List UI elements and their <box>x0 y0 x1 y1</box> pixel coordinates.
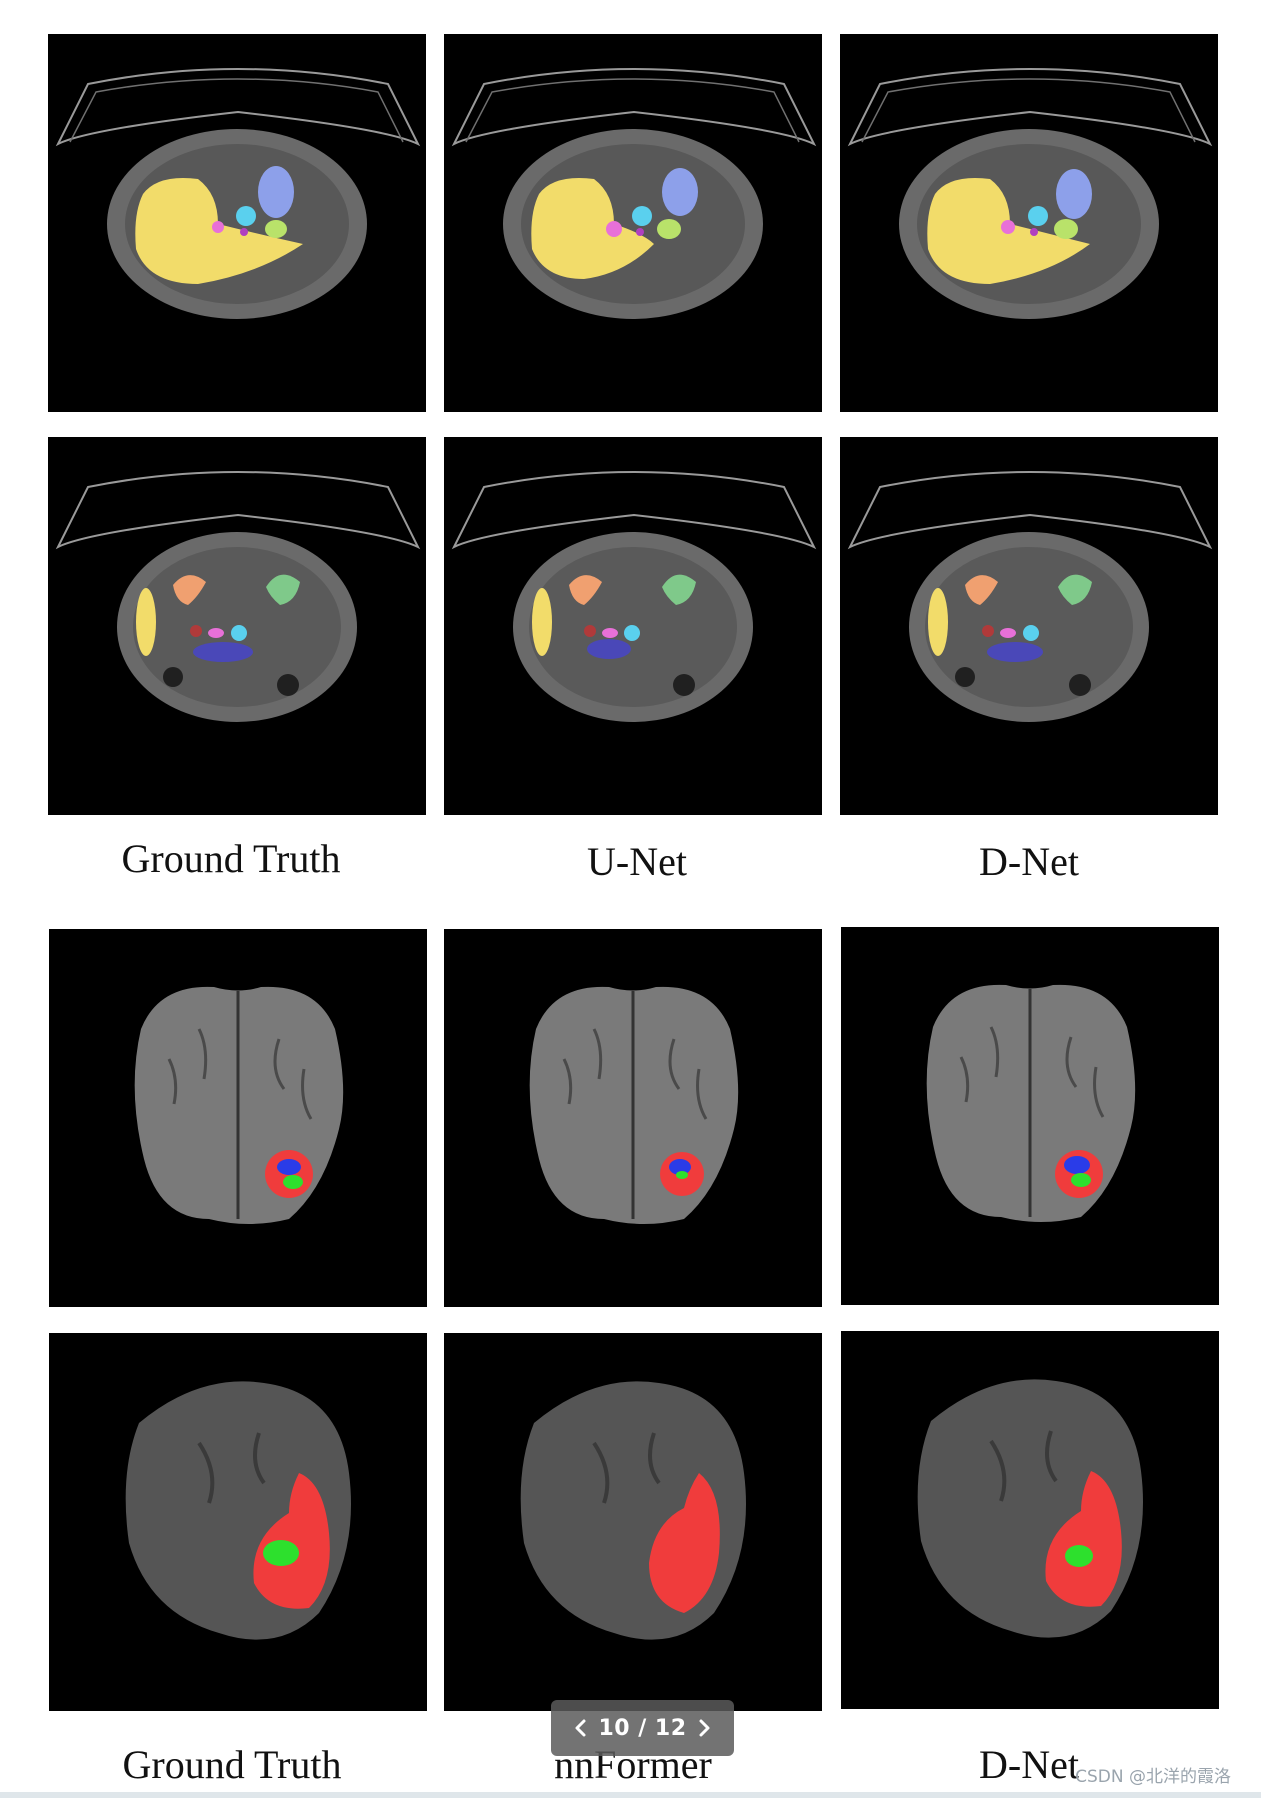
caption-b-ground-truth: Ground Truth <box>122 1742 342 1787</box>
chevron-left-icon <box>575 1719 586 1737</box>
ct-lower-unet <box>444 437 822 815</box>
mri-lower-ground-truth <box>49 1333 427 1711</box>
ct-lower-ground-truth <box>48 437 426 815</box>
watermark: CSDN @北洋的霞洛 <box>1075 1767 1231 1787</box>
ct-lower-dnet <box>840 437 1218 815</box>
ct-upper-dnet <box>840 34 1218 412</box>
ct-upper-unet <box>444 34 822 412</box>
page-navigator: 10 / 12 <box>551 1700 734 1756</box>
page-counter: 10 / 12 <box>598 1715 687 1741</box>
caption-a-unet: U-Net <box>587 839 687 884</box>
bottom-bar <box>0 1792 1261 1798</box>
caption-a-dnet: D-Net <box>979 839 1079 884</box>
mri-upper-dnet <box>841 927 1219 1305</box>
next-page-button[interactable] <box>690 1714 718 1742</box>
prev-page-button[interactable] <box>567 1714 595 1742</box>
ct-upper-ground-truth <box>48 34 426 412</box>
caption-b-dnet: D-Net <box>979 1742 1079 1787</box>
mri-lower-nnformer <box>444 1333 822 1711</box>
caption-a-ground-truth: Ground Truth <box>121 836 341 881</box>
mri-upper-nnformer <box>444 929 822 1307</box>
mri-lower-dnet <box>841 1331 1219 1709</box>
chevron-right-icon <box>699 1719 710 1737</box>
mri-upper-ground-truth <box>49 929 427 1307</box>
